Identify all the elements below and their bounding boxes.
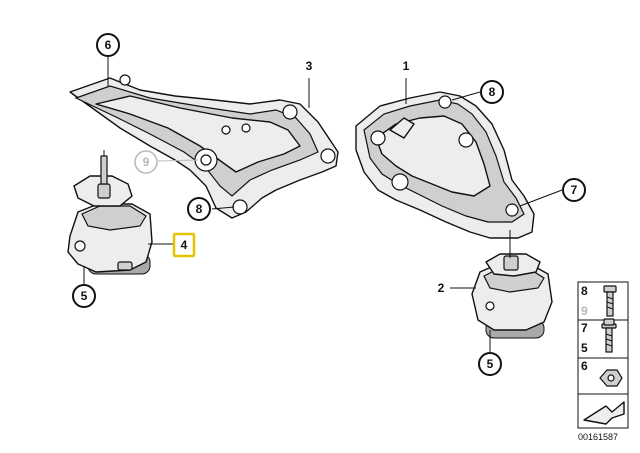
svg-text:3: 3 — [306, 59, 313, 73]
legend-item-nut-6[interactable]: 6 — [581, 359, 623, 387]
nut-icon — [599, 369, 623, 387]
svg-text:8: 8 — [489, 85, 496, 99]
arrow-icon — [583, 401, 625, 425]
svg-text:8: 8 — [196, 202, 203, 216]
svg-text:6: 6 — [105, 38, 112, 52]
legend-item-bolt-8-9[interactable]: 8 9 — [581, 284, 617, 318]
svg-text:5: 5 — [81, 289, 88, 303]
legend-item-bolt-7-5[interactable]: 7 5 — [581, 318, 617, 355]
svg-text:5: 5 — [581, 341, 588, 355]
bolt-icon — [603, 285, 617, 317]
callout-4-highlighted[interactable]: 4 — [172, 232, 196, 258]
callout-8-right[interactable]: 8 — [480, 80, 504, 104]
callout-6-top[interactable]: 6 — [96, 33, 120, 57]
engine-carrier-bracket[interactable] — [69, 74, 339, 219]
callout-5-right[interactable]: 5 — [478, 352, 502, 376]
svg-text:7: 7 — [571, 183, 578, 197]
engine-mount-left[interactable] — [67, 150, 153, 275]
svg-text:7: 7 — [581, 321, 588, 335]
hardware-legend: 8 9 7 5 6 — [577, 281, 629, 429]
callout-9[interactable]: 9 — [134, 150, 158, 174]
engine-mount-right[interactable] — [471, 230, 553, 339]
svg-text:6: 6 — [581, 359, 588, 373]
svg-text:1: 1 — [403, 59, 410, 73]
callout-2[interactable]: 2 — [438, 281, 445, 295]
svg-text:9: 9 — [581, 304, 588, 318]
svg-text:2: 2 — [438, 281, 445, 295]
flange-bolt-icon — [601, 318, 617, 353]
leader-lines — [83, 57, 563, 352]
callout-3[interactable]: 3 — [306, 59, 313, 73]
svg-text:5: 5 — [487, 357, 494, 371]
svg-text:8: 8 — [581, 284, 588, 298]
svg-text:4: 4 — [181, 238, 188, 252]
callout-7[interactable]: 7 — [562, 178, 586, 202]
svg-text:9: 9 — [143, 155, 150, 169]
callout-8-left[interactable]: 8 — [187, 197, 211, 221]
diagram-part-number: 00161587 — [578, 432, 618, 442]
callout-1[interactable]: 1 — [403, 59, 410, 73]
callout-5-left[interactable]: 5 — [72, 284, 96, 308]
right-bracket[interactable] — [355, 91, 535, 239]
